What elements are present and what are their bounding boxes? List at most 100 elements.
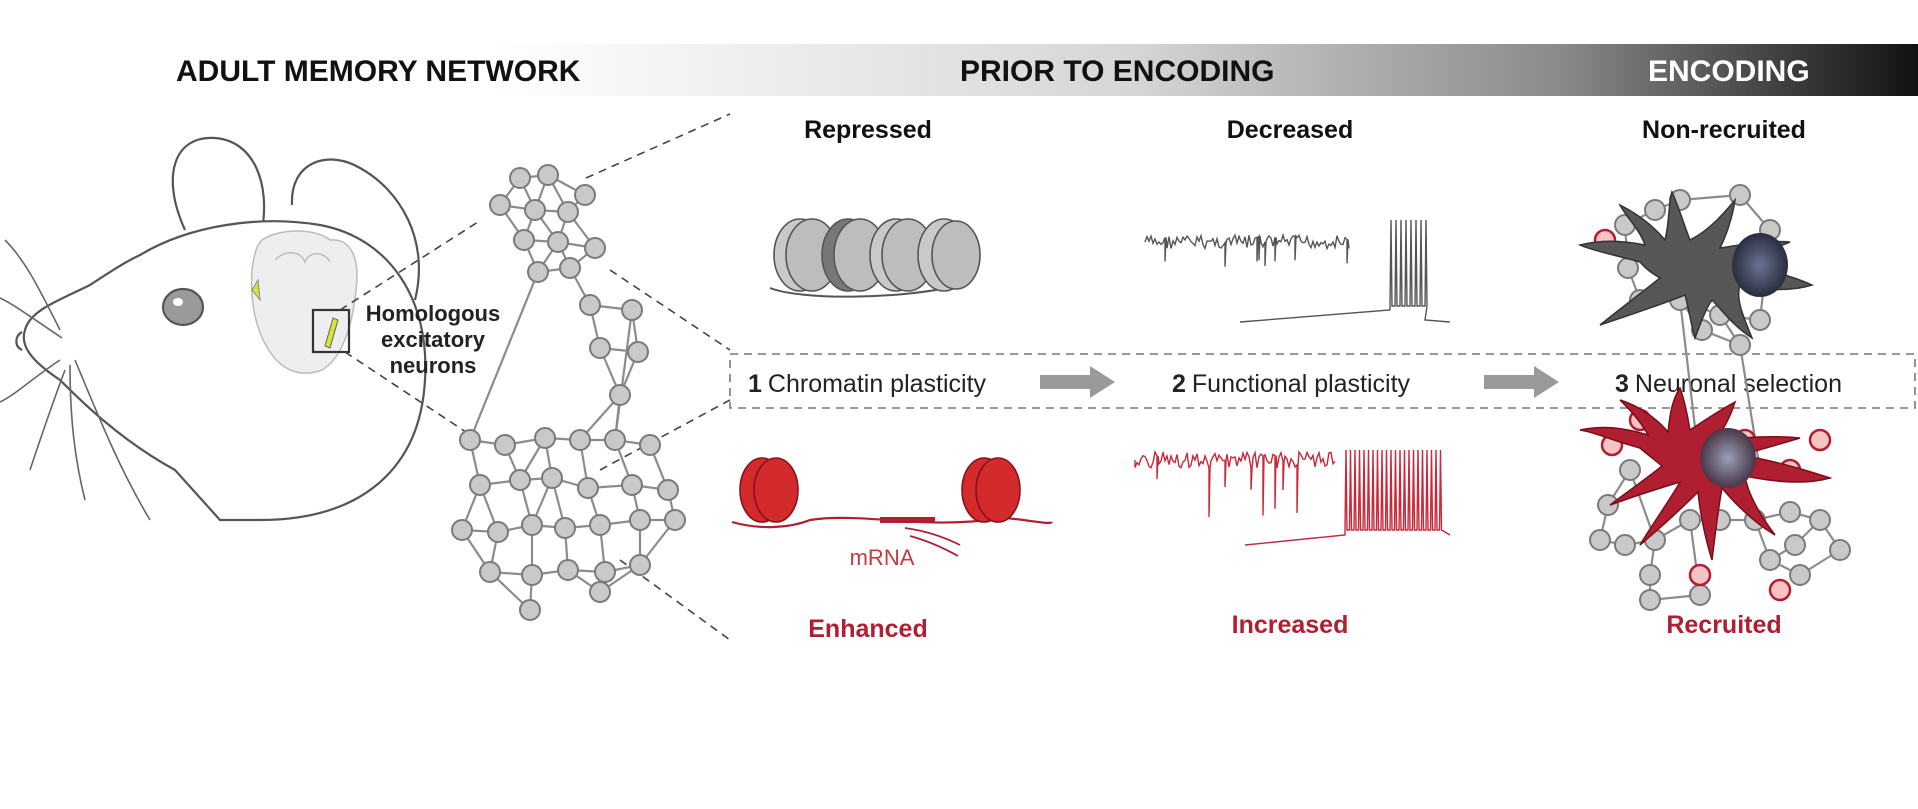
zoom-line-lower xyxy=(344,351,476,439)
encoding-node xyxy=(1789,564,1811,586)
step-3-text: Neuronal selection xyxy=(1635,370,1842,398)
arrow-1-icon xyxy=(1040,366,1115,398)
network-node xyxy=(513,229,535,251)
encoding-node xyxy=(1589,529,1611,551)
network-node xyxy=(541,467,563,489)
network-edge xyxy=(468,271,540,441)
enhanced-chromatin-icon: mRNA xyxy=(731,457,1053,570)
brain-slice xyxy=(250,230,358,374)
step-3-number: 3 xyxy=(1615,370,1629,398)
decreased-electrophysiology-trace xyxy=(1144,219,1451,323)
encoding-node xyxy=(1644,199,1666,221)
encoding-node xyxy=(1829,539,1851,561)
network-node xyxy=(519,599,541,621)
label-non-recruited: Non-recruited xyxy=(1642,116,1806,144)
mouse-head-outline xyxy=(22,220,427,522)
network-node xyxy=(609,384,631,406)
network-node xyxy=(554,517,576,539)
encoding-node-highlighted xyxy=(1768,578,1792,602)
step-1-number: 1 xyxy=(748,370,762,398)
encoding-node xyxy=(1729,334,1751,356)
network-node xyxy=(521,514,543,536)
network-node xyxy=(547,231,569,253)
network-node xyxy=(524,199,546,221)
network-node xyxy=(527,261,549,283)
network-node xyxy=(579,294,601,316)
mouse-ear-back xyxy=(171,136,266,231)
brain-hippocampus-lines xyxy=(274,252,331,264)
label-repressed: Repressed xyxy=(804,116,932,144)
brain-highlight-left xyxy=(251,278,261,302)
network-node xyxy=(559,257,581,279)
header-gradient xyxy=(490,44,1918,96)
open-nucleosome-right-b xyxy=(975,457,1021,523)
encoding-node xyxy=(1619,459,1641,481)
network-node xyxy=(589,581,611,603)
network-node xyxy=(657,479,679,501)
nucleosome-4b xyxy=(931,220,981,290)
mouse-eye xyxy=(161,287,205,327)
recruited-neuron xyxy=(1579,386,1833,561)
neural-network xyxy=(451,164,686,621)
network-node xyxy=(569,429,591,451)
mrna-strand-1 xyxy=(904,527,961,546)
network-node xyxy=(509,167,531,189)
network-node xyxy=(629,509,651,531)
network-node xyxy=(509,469,531,491)
homologous-line-1: Homologous xyxy=(366,301,500,326)
label-enhanced: Enhanced xyxy=(808,615,927,643)
encoding-node xyxy=(1779,501,1801,523)
homologous-line-3: neurons xyxy=(390,353,477,378)
header-band: ADULT MEMORY NETWORK PRIOR TO ENCODING E… xyxy=(176,44,1918,96)
label-recruited: Recruited xyxy=(1666,611,1781,639)
mrna-strand-2 xyxy=(909,535,959,557)
open-nucleosome-left-b xyxy=(753,457,799,523)
header-adult-memory-network: ADULT MEMORY NETWORK xyxy=(176,55,581,88)
network-node xyxy=(557,559,579,581)
repressed-chromatin-icon xyxy=(769,218,981,298)
homologous-line-2: excitatory xyxy=(381,327,486,352)
header-prior-to-encoding: PRIOR TO ENCODING xyxy=(960,55,1274,88)
network-node xyxy=(664,509,686,531)
network-node xyxy=(589,337,611,359)
zoom-line-mid-lower xyxy=(599,399,731,471)
network-node xyxy=(604,429,626,451)
network-node xyxy=(494,434,516,456)
network-node xyxy=(589,514,611,536)
encoding-node xyxy=(1639,589,1661,611)
step-2-text: Functional plasticity xyxy=(1192,370,1411,398)
encoding-node xyxy=(1809,509,1831,531)
label-increased: Increased xyxy=(1232,611,1349,639)
zoom-line-bottom xyxy=(619,559,731,641)
zoom-lines xyxy=(339,113,731,641)
network-node xyxy=(489,194,511,216)
encoding-node xyxy=(1679,509,1701,531)
homologous-label: Homologous excitatory neurons xyxy=(366,301,500,378)
network-node xyxy=(537,164,559,186)
encoding-node xyxy=(1749,309,1771,331)
network-node xyxy=(584,237,606,259)
step-row-dashed-box xyxy=(729,353,1916,409)
network-node xyxy=(557,201,579,223)
mouse-nose xyxy=(15,331,23,351)
arrow-2-icon xyxy=(1484,366,1559,398)
network-node xyxy=(487,521,509,543)
mrna-label: mRNA xyxy=(850,545,915,570)
label-decreased: Decreased xyxy=(1227,116,1353,144)
column-labels: Repressed Decreased Non-recruited Enhanc… xyxy=(804,116,1806,643)
increased-electrophysiology-trace xyxy=(1134,449,1451,546)
brain-highlight-region xyxy=(324,317,339,349)
non-recruited-nucleus xyxy=(1732,233,1788,297)
mouse-eye-highlight xyxy=(173,298,183,306)
encoding-node-highlighted xyxy=(1688,563,1712,587)
encoding-node xyxy=(1614,534,1636,556)
header-encoding: ENCODING xyxy=(1648,55,1810,88)
encoding-node xyxy=(1639,564,1661,586)
step-1-text: Chromatin plasticity xyxy=(768,370,987,398)
network-node xyxy=(594,561,616,583)
network-node xyxy=(627,341,649,363)
